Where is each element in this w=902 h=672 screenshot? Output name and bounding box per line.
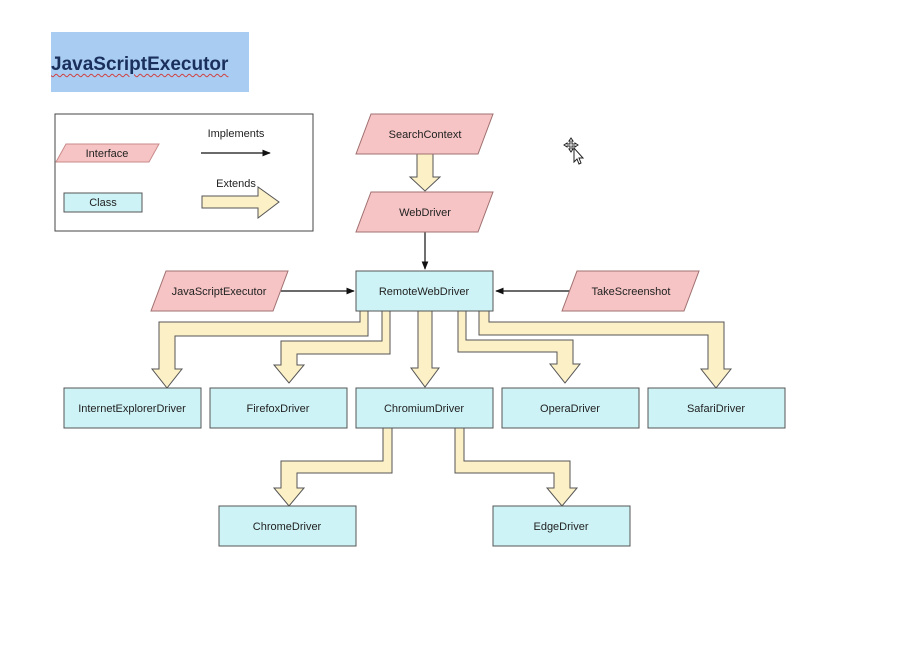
legend-implements-label: Implements <box>208 128 265 140</box>
svg-text:SafariDriver: SafariDriver <box>687 403 745 415</box>
legend-class-label: Class <box>89 197 117 209</box>
svg-text:WebDriver: WebDriver <box>399 207 451 219</box>
legend-extends-arrow <box>201 186 280 220</box>
node-firefox-driver: FirefoxDriver <box>209 387 348 429</box>
svg-text:OperaDriver: OperaDriver <box>540 403 600 415</box>
svg-text:ChromiumDriver: ChromiumDriver <box>384 403 464 415</box>
legend-frame <box>54 113 314 232</box>
node-safari-driver: SafariDriver <box>647 387 786 429</box>
legend-interface-shape <box>55 143 160 163</box>
node-web-driver: WebDriver <box>355 191 494 233</box>
svg-text:InternetExplorerDriver: InternetExplorerDriver <box>78 403 186 415</box>
page-title: JavaScriptExecutor <box>51 54 229 75</box>
node-chrome-driver: ChromeDriver <box>218 505 357 547</box>
svg-text:SearchContext: SearchContext <box>389 129 462 141</box>
arrow-remote-ie <box>150 310 369 389</box>
svg-text:FirefoxDriver: FirefoxDriver <box>247 403 310 415</box>
node-javascript-executor: JavaScriptExecutor <box>150 270 289 312</box>
arrow-remote-firefox <box>272 310 391 384</box>
title-box: JavaScriptExecutor <box>51 32 249 92</box>
svg-text:JavaScriptExecutor: JavaScriptExecutor <box>172 286 267 298</box>
node-chromium-driver: ChromiumDriver <box>355 387 494 429</box>
node-take-screenshot: TakeScreenshot <box>561 270 700 312</box>
node-edge-driver: EdgeDriver <box>492 505 631 547</box>
legend-extends-label: Extends <box>216 178 256 190</box>
arrow-searchcontext-webdriver <box>408 153 442 192</box>
svg-text:EdgeDriver: EdgeDriver <box>533 521 588 533</box>
move-cursor-icon <box>563 137 585 165</box>
arrow-chromium-chrome <box>272 427 393 507</box>
arrow-remote-opera <box>457 310 582 384</box>
svg-text:TakeScreenshot: TakeScreenshot <box>592 286 671 298</box>
node-opera-driver: OperaDriver <box>501 387 640 429</box>
svg-text:RemoteWebDriver: RemoteWebDriver <box>379 286 470 298</box>
legend: Interface Class Implements Extends <box>54 113 314 232</box>
legend-interface-label: Interface <box>86 148 129 160</box>
class-nodes: RemoteWebDriver InternetExplorerDriver F… <box>63 270 786 547</box>
node-internet-explorer-driver: InternetExplorerDriver <box>63 387 202 429</box>
node-search-context: SearchContext <box>355 113 494 155</box>
arrow-remote-safari <box>478 310 733 389</box>
svg-text:ChromeDriver: ChromeDriver <box>253 521 322 533</box>
arrow-chromium-edge <box>454 427 579 507</box>
arrow-remote-chromium <box>410 310 440 388</box>
implements-arrows <box>281 232 570 295</box>
node-remote-web-driver: RemoteWebDriver <box>355 270 494 312</box>
legend-class-shape <box>63 192 143 213</box>
interface-nodes: SearchContext WebDriver JavaScriptExecut… <box>150 113 700 312</box>
extends-arrows <box>150 153 733 507</box>
